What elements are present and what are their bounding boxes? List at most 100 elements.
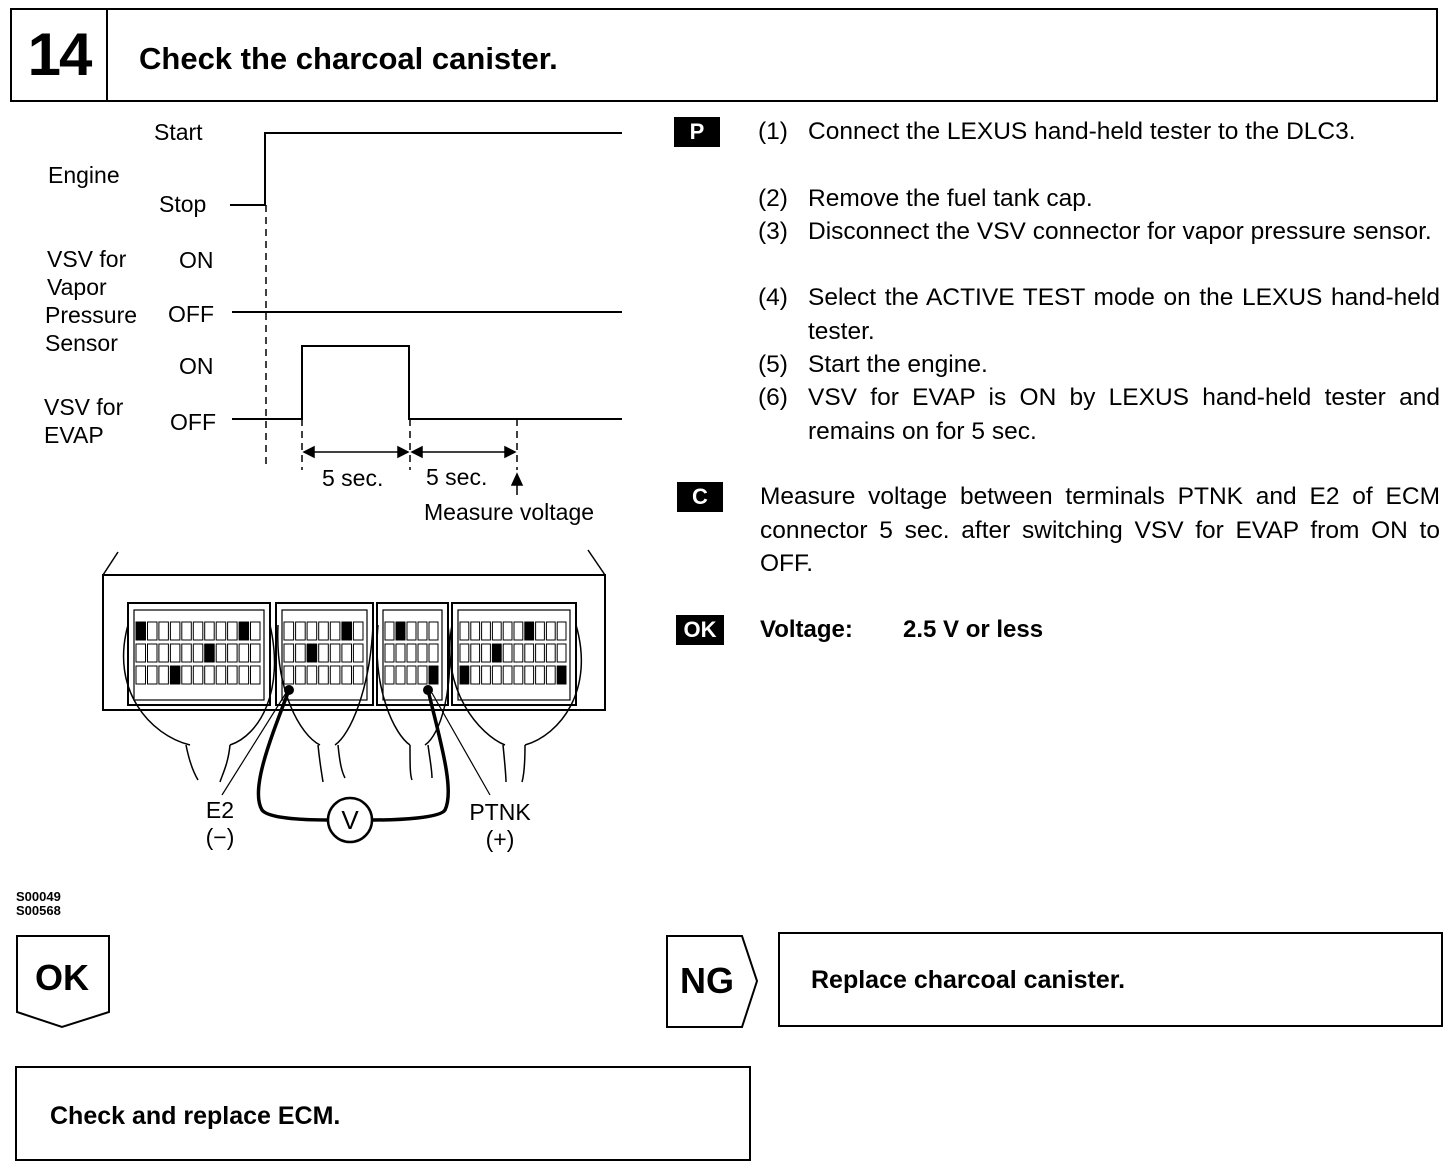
connector-pin (135, 665, 146, 685)
step-text: Select the ACTIVE TEST mode on the LEXUS… (808, 284, 1440, 345)
connector-pin (329, 621, 341, 641)
connector-pin (513, 621, 524, 641)
connector-pin (535, 621, 545, 641)
step-text: Start the engine. (808, 351, 988, 378)
connector-pin (556, 621, 567, 641)
connector-pin (147, 621, 158, 641)
step-index: (6) (758, 384, 788, 411)
connector-pin (295, 665, 306, 685)
connector-pin (491, 643, 502, 663)
instruction-step: (6) VSV for EVAP is ON by LEXUS hand-hel… (758, 381, 1440, 448)
connector-pin (250, 643, 261, 663)
connector-pin (238, 643, 250, 663)
connector-pin (481, 665, 491, 685)
result-value: 2.5 V or less (903, 616, 1044, 643)
connector-pin (250, 621, 261, 641)
connector-pin (318, 621, 329, 641)
connector-pin (181, 643, 192, 663)
connector-pin (306, 643, 318, 663)
ptnk-terminal-label: PTNK (469, 799, 531, 825)
ptnk-polarity-label: (+) (486, 826, 515, 852)
connector-pin (352, 621, 364, 641)
connector-pin (135, 621, 146, 641)
connector-pin (169, 665, 181, 685)
wire-harness (122, 624, 582, 783)
connector-pin (169, 643, 181, 663)
connector-pin (395, 643, 406, 663)
step-index: (5) (758, 351, 788, 378)
connector-pin (470, 665, 481, 685)
connector-pin (181, 621, 192, 641)
ng-flow-marker (666, 935, 759, 1028)
connector-pin (192, 643, 204, 663)
connector-pin (341, 665, 352, 685)
prep-tag: P (674, 117, 720, 147)
connector-pin (428, 665, 439, 685)
step-text: Disconnect the VSV connector for vapor p… (808, 218, 1432, 245)
connector-pin (352, 665, 364, 685)
connector-pin (395, 665, 406, 685)
connector-pin (158, 665, 169, 685)
step-index: (1) (758, 118, 788, 145)
e2-terminal-point (284, 685, 294, 695)
timing-chart (230, 132, 622, 420)
connector-pin (384, 665, 395, 685)
connector-pin (341, 643, 352, 663)
measure-voltage-label: Measure voltage (424, 499, 594, 525)
connector-pin (192, 621, 204, 641)
connector-pin (502, 621, 513, 641)
connector-pin (204, 665, 215, 685)
vsv-evap-label-line2: EVAP (44, 422, 104, 448)
ecm-connector: V (102, 549, 606, 844)
connector-pin (545, 643, 556, 663)
vsv-evap-off-label: OFF (170, 409, 216, 435)
connector-pin (283, 643, 295, 663)
step-title: Check the charcoal canister. (139, 41, 558, 76)
connector-pin (135, 643, 146, 663)
ng-action-text: Replace charcoal canister. (811, 966, 1126, 994)
connector-pin (238, 621, 250, 641)
terminal-leaders (221, 692, 491, 796)
connector-pin (169, 621, 181, 641)
step-text: Connect the LEXUS hand-held tester to th… (808, 118, 1356, 145)
connector-pin (556, 643, 567, 663)
figure-id: S00568 (16, 903, 61, 918)
connector-pin (204, 621, 215, 641)
connector-pin (318, 643, 329, 663)
connector-pin (524, 643, 535, 663)
connector-pin (545, 621, 556, 641)
ok-flow-marker (16, 935, 110, 1029)
connector-block (127, 602, 271, 706)
connector-pin (491, 621, 502, 641)
instruction-step: (4) Select the ACTIVE TEST mode on the L… (758, 281, 1440, 348)
connector-block-inner (133, 609, 265, 701)
connector-pin (417, 643, 428, 663)
ng-action-box (778, 932, 1443, 1027)
connector-pin (545, 665, 556, 685)
figure-id: S00049 (16, 889, 61, 904)
connector-pin (306, 621, 318, 641)
engine-label: Engine (48, 162, 120, 188)
connector-pin (215, 643, 227, 663)
connector-pin (535, 643, 545, 663)
connector-pin (306, 665, 318, 685)
connector-pin (459, 643, 470, 663)
connector-pin (535, 665, 545, 685)
connector-pin (238, 665, 250, 685)
connector-pin (502, 665, 513, 685)
connector-pin (513, 643, 524, 663)
connector-pin (318, 665, 329, 685)
figure-ids: S00049 S00568 (16, 890, 61, 918)
connector-pin (192, 665, 204, 685)
connector-pin (204, 643, 215, 663)
vsv-vapor-label-line1: VSV for (47, 246, 127, 272)
connector-pin (481, 643, 491, 663)
connector-pin (428, 621, 439, 641)
connector-pin (459, 621, 470, 641)
instruction-step: (1) Connect the LEXUS hand-held tester t… (758, 115, 1440, 182)
connector-pin (524, 665, 535, 685)
timing-guides (265, 205, 518, 470)
e2-terminal-label: E2 (206, 797, 234, 823)
connector-pin (470, 643, 481, 663)
connector-pin (227, 621, 238, 641)
